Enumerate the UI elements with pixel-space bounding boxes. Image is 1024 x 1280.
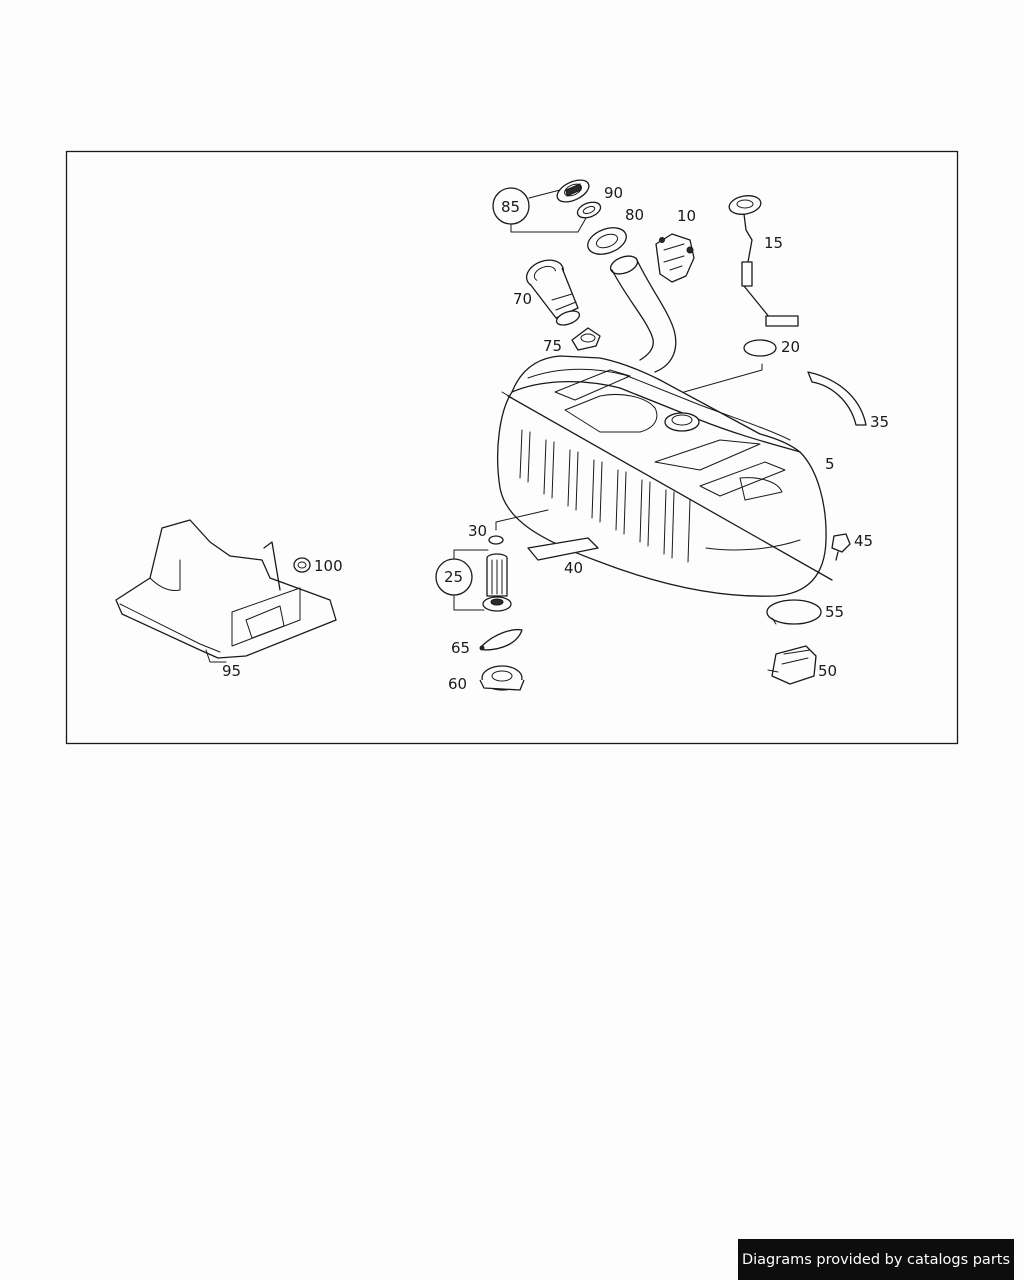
callout-30: 30 [468,522,487,540]
callout-40: 40 [564,559,583,577]
filler-hose [609,255,677,373]
leader-part-30 [495,509,549,531]
callout-60: 60 [448,675,467,693]
seal-ring-part-20 [683,339,777,393]
callout-10: 10 [677,207,696,225]
flange-part-60 [479,665,525,691]
callout-25: 25 [444,568,463,586]
fuel-tank-part [496,355,833,597]
callout-75: 75 [543,337,562,355]
heat-shield-part-95 [115,519,337,663]
nut-part-100 [293,557,311,573]
part-85-group [492,187,587,233]
callout-50: 50 [818,662,837,680]
bolt-part-45 [831,533,851,561]
grommet-part-80 [587,227,627,255]
callout-15: 15 [764,234,783,252]
sender-part-10 [655,233,695,283]
level-sender-part-15 [728,195,799,327]
callout-85: 85 [501,198,520,216]
pad-part-40 [527,537,599,561]
callout-45: 45 [854,532,873,550]
callout-100: 100 [314,557,343,575]
cap-part-90 [556,179,590,203]
footer-credit: Diagrams provided by catalogs parts [738,1239,1014,1280]
strap-part-35 [807,371,867,426]
gasket-part-65 [479,628,523,651]
bracket-part-50 [767,645,817,685]
part-25-group [435,549,489,611]
callout-55: 55 [825,603,844,621]
seal-ring-part-80-small [576,201,602,219]
callout-65: 65 [451,639,470,657]
callout-80: 80 [625,206,644,224]
callout-95: 95 [222,662,241,680]
gasket-part-55 [766,599,822,625]
callout-70: 70 [513,290,532,308]
clamp-part-75 [571,327,601,351]
callout-35: 35 [870,413,889,431]
strainer-part-25 [482,553,512,612]
callout-5: 5 [825,455,835,473]
filler-neck-part-70 [525,259,581,326]
callout-20: 20 [781,338,800,356]
seal-part-30 [488,535,504,545]
callout-90: 90 [604,184,623,202]
diagram-frame [65,150,959,745]
callout-labels: 85 90 80 10 15 70 75 20 35 5 30 45 25 40… [222,184,889,693]
